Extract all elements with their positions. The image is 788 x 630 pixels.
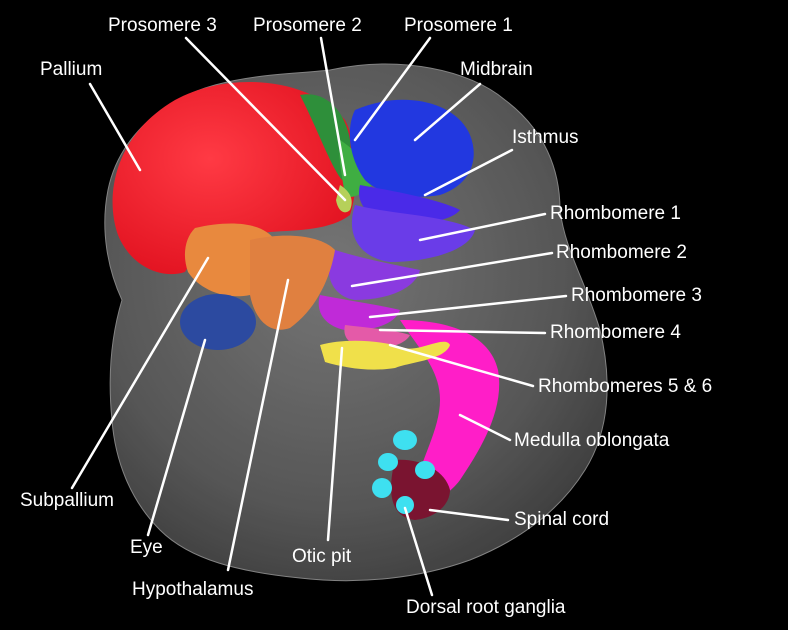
leader-eye bbox=[146, 338, 207, 537]
label-rhombomere-2: Rhombomere 2 bbox=[556, 242, 687, 263]
label-dorsal-root-ganglia: Dorsal root ganglia bbox=[406, 597, 566, 618]
medulla-oblongata-region bbox=[400, 320, 500, 499]
label-medulla-oblongata: Medulla oblongata bbox=[514, 430, 670, 451]
leader-prosomere-1 bbox=[353, 36, 432, 142]
rhombomere-2-region bbox=[328, 250, 420, 300]
leader-hypothalamus bbox=[226, 278, 290, 572]
label-rhombomere-1: Rhombomere 1 bbox=[550, 203, 681, 224]
leader-isthmus bbox=[423, 148, 514, 197]
leader-subpallium bbox=[70, 256, 210, 490]
leader-prosomere-3 bbox=[184, 36, 347, 202]
leader-rhombomere-3 bbox=[368, 294, 568, 319]
midbrain-region bbox=[349, 99, 474, 197]
label-rhombomere-3: Rhombomere 3 bbox=[571, 285, 702, 306]
prosomere-1-region bbox=[339, 140, 372, 197]
leader-rhombomeres-5-6 bbox=[388, 343, 535, 388]
leader-dorsal-root-ganglia bbox=[403, 506, 434, 597]
leader-medulla-oblongata bbox=[458, 413, 512, 442]
leader-lines bbox=[70, 36, 568, 597]
rhombomeres-5-6-region bbox=[320, 340, 450, 370]
leader-rhombomere-4 bbox=[378, 328, 547, 335]
rhombomere-3-region bbox=[318, 295, 400, 331]
label-prosomere-1: Prosomere 1 bbox=[404, 15, 513, 36]
leader-rhombomere-2 bbox=[350, 251, 554, 288]
label-pallium: Pallium bbox=[40, 59, 103, 80]
leader-prosomere-2 bbox=[319, 36, 347, 177]
label-subpallium: Subpallium bbox=[20, 490, 114, 511]
label-isthmus: Isthmus bbox=[512, 127, 579, 148]
dorsal-root-ganglia-region bbox=[372, 430, 435, 514]
label-spinal-cord: Spinal cord bbox=[514, 509, 610, 530]
label-rhombomeres-5-6: Rhombomeres 5 & 6 bbox=[538, 376, 713, 397]
leader-spinal-cord bbox=[428, 508, 510, 522]
label-otic-pit: Otic pit bbox=[292, 546, 352, 567]
label-midbrain: Midbrain bbox=[460, 59, 533, 80]
eye-region bbox=[180, 294, 256, 350]
label-rhombomere-4: Rhombomere 4 bbox=[550, 322, 681, 343]
leader-midbrain bbox=[413, 82, 482, 142]
prosomere-2-region bbox=[300, 94, 351, 180]
label-prosomere-3: Prosomere 3 bbox=[108, 15, 217, 36]
label-hypothalamus: Hypothalamus bbox=[132, 579, 254, 600]
rhombomere-1-region bbox=[351, 205, 475, 262]
leader-pallium bbox=[88, 82, 142, 172]
label-prosomere-2: Prosomere 2 bbox=[253, 15, 362, 36]
pallium-region bbox=[112, 81, 357, 275]
label-eye: Eye bbox=[130, 537, 163, 558]
leader-otic-pit bbox=[326, 346, 344, 542]
leader-rhombomere-1 bbox=[418, 212, 547, 242]
hypothalamus-region bbox=[250, 235, 335, 330]
